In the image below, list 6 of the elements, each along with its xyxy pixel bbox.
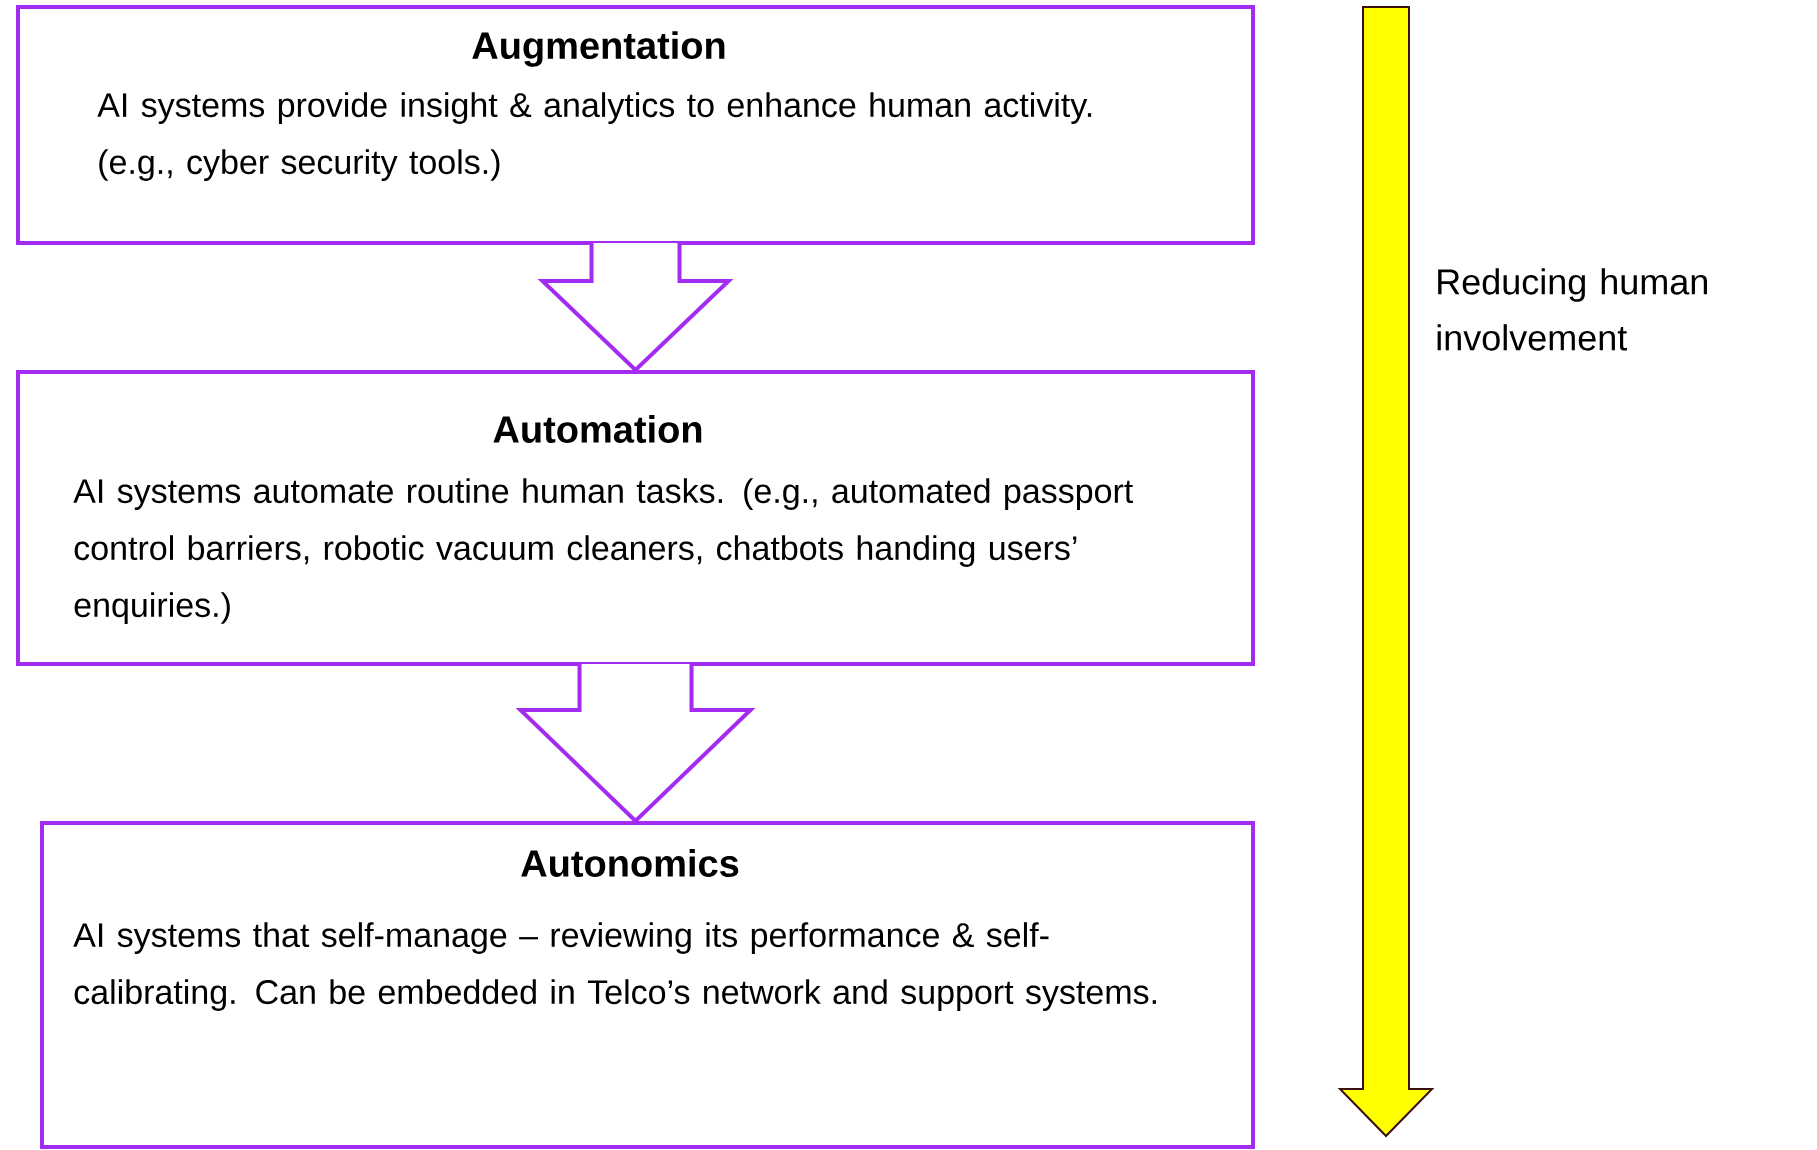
process-box: Autonomics AI systems that self-manage – reviewing its performance & self-calibrating. Can be embedded in Telco’s network and support systems. [40,821,1255,1149]
process-box: Augmentation AI systems provide insight & analytics to enhance human activity. (e.g., cyber security tools.) [16,5,1255,245]
process-box: Automation AI systems automate routine human tasks. (e.g., automated passport control barriers, robotic vacuum cleaners, chatbots handing users’ enquiries.) [16,370,1255,666]
side-label: Reducing human involvement [1437,268,1707,351]
block-arrow [515,662,756,824]
block-arrow [537,241,734,373]
